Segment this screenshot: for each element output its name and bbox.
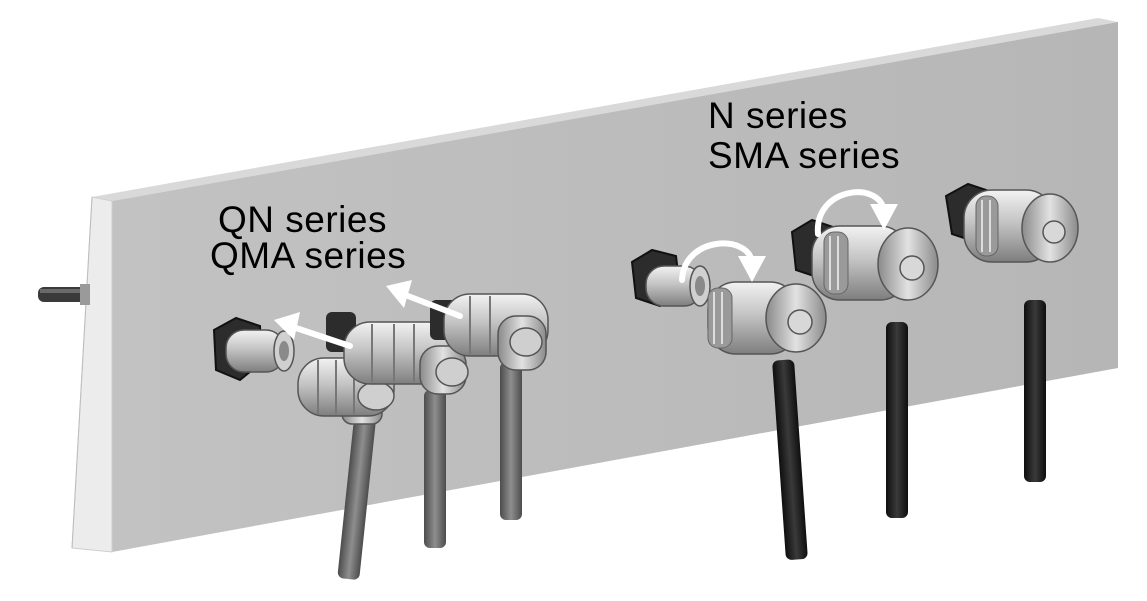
straight-push-arrow: [386, 280, 463, 319]
panel-side-edge: [71, 196, 113, 553]
curved-twist-arrow: [814, 189, 898, 237]
label-sma-series: SMA series: [708, 135, 901, 176]
panel-jack-right-1: [630, 248, 711, 308]
panel-top-edge: [92, 18, 1118, 201]
qma-connector-middle: [326, 312, 469, 548]
label-qma-series: QMA series: [210, 235, 407, 276]
mounting-panel: [71, 18, 1118, 553]
straight-push-arrow: [274, 312, 353, 349]
n-connector-2: [790, 218, 939, 518]
label-n-series: N series: [708, 95, 848, 136]
rear-stud: [38, 284, 90, 305]
panel-face: [112, 22, 1118, 552]
sma-connector-1: [707, 281, 827, 560]
label-qn-series: QN series: [218, 199, 387, 240]
curved-twist-arrow: [679, 240, 766, 283]
panel-jack-left: [212, 316, 295, 382]
n-connector-3: [944, 182, 1079, 482]
